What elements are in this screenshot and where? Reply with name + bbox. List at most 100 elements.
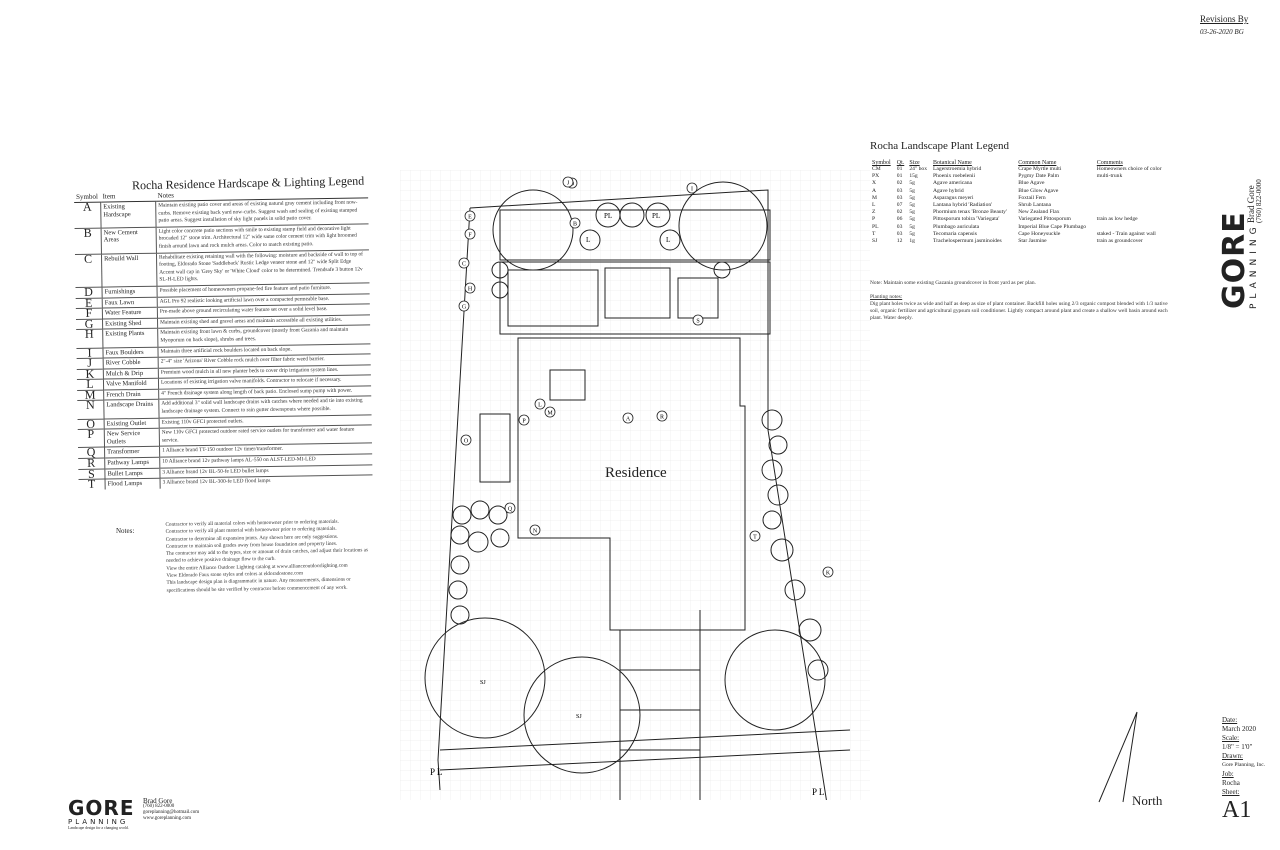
hardscape-legend: Rocha Residence Hardscape & Lighting Leg… [72,170,373,610]
callout-k: K [822,566,834,578]
back-planter-bed [499,209,771,261]
plant-cell: 03 [896,223,903,230]
callout-a: A [622,412,634,424]
plant-cell: 01 [896,173,903,180]
callout-letter: B [573,222,577,228]
plant-cell: Pygmy Date Palm [1018,173,1059,180]
plant-cell: 5g [909,180,915,187]
plant-cell: New Zealand Flax [1018,209,1060,216]
plant-cell: 07 [896,202,903,209]
side-shed [479,413,511,483]
title-block: Date: March 2020 Scale: 1/8" = 1'0" Draw… [1222,716,1276,823]
callout-letter: C [462,262,466,268]
hardscape-note: Light color concrete patio sections with… [156,223,369,253]
pl-marker-right: P L [812,787,824,797]
tree-cm [492,189,574,271]
sheet-value: A1 [1222,797,1252,823]
water-feature [549,369,586,401]
plant-header-symbol: Symbol [872,160,891,166]
hardscape-note: 3 Alliance brand 12v BL-300-fe LED flood… [160,475,373,489]
callout-letter: G [462,305,467,311]
plant-cell: 02 [896,209,903,216]
callout-p: P [518,414,530,426]
callout-letter: P [522,419,526,425]
brand-bottom-designer: Brad Gore [143,797,173,805]
date-value: March 2020 [1222,725,1257,733]
brand-side-designer: Brad Gore [1246,185,1256,223]
plant-code-pl-1: PL [604,212,612,220]
brand-bottom-logo-sub: PLANNING [68,818,129,826]
hardscape-symbol: B [74,226,102,255]
plant-cell: 06 [896,216,903,223]
plant-row: Z 02 5g Phormium tenax 'Bronze Beauty' New Z… [870,209,1170,216]
planting-notes-label: Planting notes: [870,294,903,300]
callout-l: L [534,398,546,410]
brand-side-contact-0: (760) 822-0000 [1255,179,1263,223]
plant-cell: 5g [909,209,915,216]
job-label: Job: [1222,770,1234,778]
hardscape-item: Existing Plants [102,328,158,348]
plant-cell: SJ [872,238,878,245]
callout-s: S [692,314,704,326]
plant-header-size: Size [909,160,920,166]
callout-letter: S [696,319,699,325]
hardscape-symbol: T [78,477,106,491]
plant-cell: M [872,194,877,201]
plant-header-comments: Comments [1096,160,1123,166]
date-label: Date: [1222,716,1238,724]
callout-letter: T [753,535,757,541]
patio-furnishings [604,267,671,319]
plant-cell: PX [872,173,880,180]
revisions-block: Revisions By 03-26-2020 BG [1200,14,1248,36]
plant-cell: Blue Glow Agave [1018,187,1059,194]
plant-cell: Tecomaria capensis [933,230,977,237]
plant-cell: 5g [909,202,915,209]
plant-cell: P [872,216,876,223]
hardscape-note: Maintain existing patio cover and areas … [155,197,369,227]
plant-cell: Phormium tenax 'Bronze Beauty' [933,209,1007,216]
plant-code-sj-2: SJ [576,714,582,720]
brand-bottom-contact-2: www.goreplanning.com [143,816,191,821]
plant-cell: Variegated Pittosporum [1018,216,1071,223]
callout-letter: A [626,417,631,423]
hardscape-item: Flood Lamps [105,478,161,490]
revisions-entry: 03-26-2020 BG [1200,28,1244,36]
plant-cell: Agave hybrid [933,187,964,194]
callout-letter: J [567,181,570,187]
grid-background [400,170,870,800]
plant-cell: Foxtail Fern [1018,194,1046,201]
callout-letter: L [538,403,542,409]
callout-g: G [458,300,470,312]
pl-marker-left: P L [430,767,442,777]
back-plants [491,202,731,299]
plant-cell: 12 [896,238,903,245]
plant-cell: Star Jasmine [1018,238,1047,245]
hardscape-footnote: This landscape design plan is diagrammat… [166,576,351,594]
plant-cell: T [872,230,876,237]
brand-bottom-block: GORE PLANNING Landscape design for a cha… [68,798,199,838]
hardscape-symbol: A [74,200,102,229]
callout-group: ABCDEFGHIJKLMNOPQRST [458,176,834,578]
revisions-label: Revisions By [1200,14,1249,24]
job-value: Rocha [1222,779,1240,787]
plant-cell: Homeowners choice of color [1096,166,1162,172]
tree-px [678,181,768,271]
drawn-label: Drawn: [1222,752,1243,760]
plant-legend-note: Note: Maintain some existing Gazania gro… [870,280,1036,286]
callout-t: T [749,530,761,542]
callout-r: R [656,410,668,422]
plant-code-l-1: L [586,236,590,244]
plant-cell [1095,209,1170,216]
plant-cell: 01 [896,166,903,172]
site-plan: PL PL L L SJ SJ P L P L ABCDEFGHIJKLMNOP… [400,170,870,800]
plant-cell: 5g [909,194,915,201]
shrub-cluster-left [448,500,510,625]
plant-header-qty: Qt. [896,160,905,166]
plant-cell [1095,224,1170,231]
hardscape-item: New Cement Areas [101,226,157,254]
north-arrow-icon [1098,711,1138,803]
plant-cell: 1g [909,238,915,245]
plant-cell: Z [872,209,876,216]
